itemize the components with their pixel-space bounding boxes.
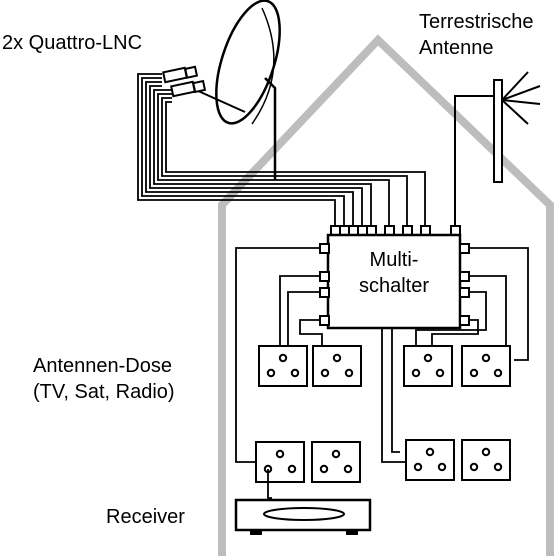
terrestrial-antenna-label-line2: Antenne [419,37,494,59]
dish-reflector [215,0,281,125]
lnb-label: 2x Quattro-LNC [2,32,143,54]
socket-lower-left-2 [311,441,361,483]
socket-lower-left-1 [255,441,305,483]
receiver-label: Receiver [106,506,185,528]
socket-upper-left-1 [258,345,308,387]
house-outline [218,34,554,556]
dish-reflector-shading [251,7,275,125]
socket-label-line2: (TV, Sat, Radio) [33,381,175,403]
lnb-1-head [184,65,199,79]
terrestrial-antenna-label-line1: Terrestrische [419,11,534,33]
socket-label-line1: Antennen-Dose [33,355,172,377]
multiswitch-label-line2: schalter [358,275,430,297]
socket-cables [235,247,529,463]
quattro-lnb-pair [162,65,207,98]
lnb-2-head [192,79,207,94]
receiver-cable [267,469,272,499]
dish-mast [264,77,277,180]
dish-arm [195,89,246,113]
lnb-cable-bundle [137,73,426,228]
satellite-dish [195,0,281,180]
lnb-1 [162,66,188,84]
socket-upper-right-1 [403,345,453,387]
multiswitch-label-line1: Multi- [369,249,419,271]
antenna-mast [493,79,503,183]
terrestrial-cable [454,95,494,228]
socket-lower-right-2 [461,439,511,481]
socket-upper-right-2 [461,345,511,387]
receiver [234,498,372,535]
multiswitch-body [326,233,462,330]
socket-lower-right-1 [405,439,455,481]
terrestrial-antenna [454,71,541,228]
lnb-2 [170,80,196,98]
multiswitch-inputs [330,225,461,236]
socket-upper-left-2 [312,345,362,387]
